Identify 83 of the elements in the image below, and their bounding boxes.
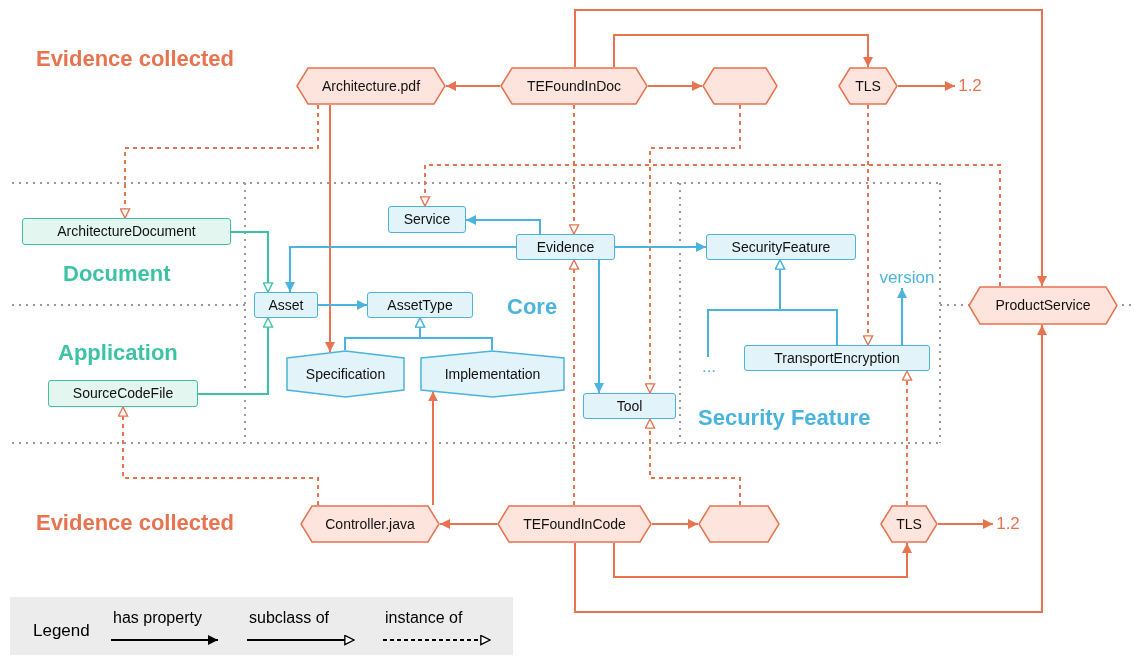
arrow xyxy=(647,81,703,91)
arrow xyxy=(414,317,493,352)
node-label: AssetType xyxy=(387,295,453,315)
class-box xyxy=(744,345,930,371)
hexagon-node xyxy=(500,67,648,105)
class-box xyxy=(48,380,198,407)
arrow xyxy=(197,317,274,395)
hexagon-node xyxy=(420,350,565,398)
value-label: version xyxy=(874,267,940,288)
arrow xyxy=(897,287,907,346)
arrow xyxy=(651,519,699,529)
arrow xyxy=(230,231,274,293)
node-label: Controller.java xyxy=(325,514,415,534)
arrow xyxy=(774,259,838,346)
node-label: ArchitectureDocument xyxy=(57,222,196,241)
arrow xyxy=(614,242,707,252)
arrow xyxy=(613,542,912,578)
arrow xyxy=(439,519,498,529)
dashed-arrow xyxy=(419,164,1001,287)
hexagon-node xyxy=(286,350,405,398)
hexagon-node xyxy=(300,505,440,543)
arrow xyxy=(594,259,604,394)
arrow xyxy=(317,300,368,310)
legend-title: Legend xyxy=(33,620,90,642)
arrow xyxy=(613,34,873,68)
class-box xyxy=(706,234,856,260)
arrow xyxy=(897,81,956,91)
legend-label: subclass of xyxy=(249,608,330,628)
node-label: TEFoundInDoc xyxy=(526,76,622,96)
dashed-arrow xyxy=(568,259,580,506)
region-label: Core xyxy=(507,293,558,321)
arrow xyxy=(445,81,501,91)
node-label: SecurityFeature xyxy=(731,237,831,257)
node-label: Tool xyxy=(616,396,643,416)
node-label: Implementation xyxy=(444,364,541,384)
hexagon-node xyxy=(497,505,652,543)
hexagon-node xyxy=(702,67,778,105)
dashed-arrow xyxy=(862,104,874,346)
value-label: 1.2 xyxy=(955,75,985,97)
arrow xyxy=(937,519,994,529)
dashed-arrow xyxy=(119,104,319,219)
hexagon-node xyxy=(968,286,1118,325)
dashed-arrow xyxy=(644,418,741,506)
dashed-arrow xyxy=(568,104,580,235)
class-box xyxy=(388,206,466,233)
arrow xyxy=(574,324,1047,613)
class-box xyxy=(516,234,615,260)
node-label: SourceCodeFile xyxy=(72,384,174,403)
node-label: TEFoundInCode xyxy=(523,514,626,534)
class-box xyxy=(22,218,231,245)
class-box xyxy=(583,393,676,419)
value-label: ... xyxy=(698,357,720,377)
class-box xyxy=(367,292,473,318)
legend-label: instance of xyxy=(385,608,463,628)
region-label: Security Feature xyxy=(698,404,871,432)
region-label: Evidence collected xyxy=(34,46,236,72)
region-label: Document xyxy=(63,260,171,288)
node-label: TLS xyxy=(855,76,881,96)
node-label: Service xyxy=(403,210,451,229)
region-label: Application xyxy=(58,339,178,367)
hexagon-node xyxy=(838,67,898,105)
hexagon-node xyxy=(698,505,780,543)
arrow xyxy=(428,390,438,506)
value-label: 1.2 xyxy=(993,513,1023,535)
node-label: TLS xyxy=(896,514,922,534)
node-label: TransportEncryption xyxy=(774,348,900,368)
legend-label: has property xyxy=(113,608,202,628)
hexagon-node xyxy=(880,505,938,543)
region-label: Evidence collected xyxy=(34,510,236,536)
class-box xyxy=(254,292,318,318)
arrow xyxy=(285,246,517,293)
arrow xyxy=(325,104,335,354)
dashed-arrow xyxy=(901,370,913,506)
dashed-arrow xyxy=(117,406,319,506)
node-label: Architecture.pdf xyxy=(321,76,421,96)
node-label: Specification xyxy=(305,364,386,384)
node-label: ProductService xyxy=(995,296,1091,315)
arrow xyxy=(465,215,541,235)
node-label: Asset xyxy=(268,295,304,315)
hexagon-node xyxy=(296,67,446,105)
dashed-arrow xyxy=(644,104,741,394)
node-label: Evidence xyxy=(536,237,595,257)
arrow xyxy=(574,9,1047,287)
